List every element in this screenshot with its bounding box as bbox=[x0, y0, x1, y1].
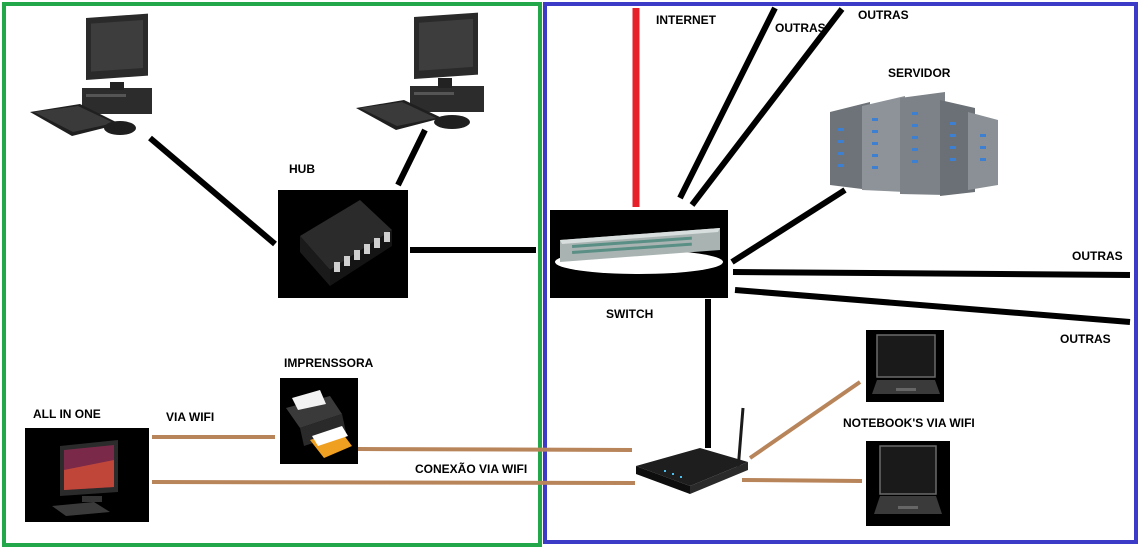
label-via-wifi: VIA WIFI bbox=[166, 410, 215, 424]
all-in-one-pc-icon bbox=[25, 428, 149, 522]
label-impressora: IMPRENSSORA bbox=[284, 356, 374, 370]
link-allinone-router bbox=[151, 480, 636, 485]
label-outras-top-1: OUTRAS bbox=[775, 21, 826, 35]
usb-hub-icon bbox=[278, 190, 408, 298]
link-desktop2-hub bbox=[395, 128, 428, 187]
label-hub: HUB bbox=[289, 162, 315, 176]
label-notebooks-via-wifi: NOTEBOOK'S VIA WIFI bbox=[843, 416, 975, 430]
link-router-notebook1 bbox=[748, 380, 862, 460]
label-outras-top-2: OUTRAS bbox=[858, 8, 909, 22]
label-all-in-one: ALL IN ONE bbox=[33, 407, 101, 421]
link-router-notebook2 bbox=[741, 478, 863, 483]
wired-links bbox=[148, 6, 1131, 448]
wifi-links bbox=[151, 380, 863, 485]
laptop-icon bbox=[866, 330, 944, 402]
link-switch-outras-1 bbox=[677, 6, 778, 200]
label-outras-right-1: OUTRAS bbox=[1072, 249, 1123, 263]
label-conexao-via-wifi: CONEXÃO VIA WIFI bbox=[415, 462, 528, 476]
link-switch-server bbox=[730, 187, 847, 265]
link-printer-router bbox=[357, 447, 633, 452]
link-switch-outras-3 bbox=[732, 269, 1131, 278]
wifi-router-icon bbox=[636, 407, 748, 494]
label-outras-right-2: OUTRAS bbox=[1060, 332, 1111, 346]
label-servidor: SERVIDOR bbox=[888, 66, 951, 80]
label-internet: INTERNET bbox=[656, 13, 716, 27]
network-switch-icon bbox=[550, 210, 728, 298]
link-switch-outras-2 bbox=[689, 7, 845, 207]
local-network-zone bbox=[2, 2, 542, 547]
printer-icon bbox=[280, 378, 358, 464]
link-desktop1-hub bbox=[148, 135, 277, 247]
link-switch-outras-4 bbox=[734, 287, 1131, 325]
label-switch: SWITCH bbox=[606, 307, 654, 321]
laptop-icon bbox=[866, 441, 950, 526]
desktop-pc-icon bbox=[356, 12, 484, 130]
switch-network-zone bbox=[543, 2, 1138, 544]
desktop-pc-icon bbox=[30, 13, 152, 136]
server-rack-icon bbox=[830, 92, 998, 196]
